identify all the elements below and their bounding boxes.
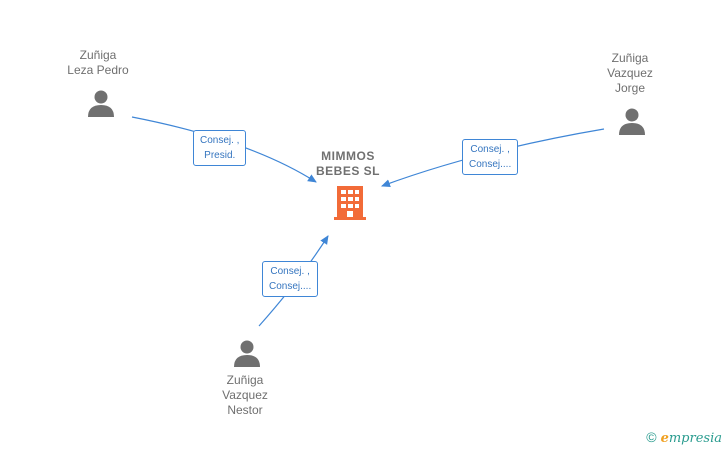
company-node[interactable]: MIMMOS BEBES SL [298, 149, 398, 179]
person-name-line2: Vazquez [222, 388, 268, 402]
relation-label-nestor[interactable]: Consej. , Consej.... [262, 261, 319, 297]
brand-initial: e [660, 431, 669, 446]
relation-line1: Consej. , [200, 135, 240, 146]
brand-name: mpresia [668, 431, 722, 446]
person-icon[interactable] [617, 106, 647, 136]
person-name-line2: Leza Pedro [67, 63, 129, 77]
relation-line2: Consej.... [269, 281, 312, 292]
person-name-line1: Zuñiga [611, 51, 649, 65]
brand-footer[interactable]: ©empresia [646, 429, 722, 446]
person-icon[interactable] [232, 338, 262, 368]
relation-line1: Consej. , [270, 266, 310, 277]
person-name-line3: Jorge [614, 81, 646, 95]
building-icon[interactable] [334, 186, 366, 220]
person-node-jorge[interactable]: Zuñiga Vazquez Jorge [590, 51, 670, 96]
relation-line2: Presid. [204, 150, 236, 161]
person-name-line1: Zuñiga [79, 48, 117, 62]
copyright-icon: © [646, 429, 657, 445]
person-name-line2: Vazquez [607, 66, 653, 80]
person-name-line1: Zuñiga [226, 373, 264, 387]
person-name-line3: Nestor [227, 403, 263, 417]
person-node-pedro[interactable]: Zuñiga Leza Pedro [58, 48, 138, 78]
relation-line2: Consej.... [469, 159, 512, 170]
relation-line1: Consej. , [470, 144, 510, 155]
person-node-nestor[interactable]: Zuñiga Vazquez Nestor [205, 373, 285, 418]
relation-label-jorge[interactable]: Consej. , Consej.... [462, 139, 519, 175]
company-name-line2: BEBES SL [315, 164, 380, 178]
company-name-line1: MIMMOS [321, 149, 375, 163]
relation-label-pedro[interactable]: Consej. , Presid. [193, 130, 247, 166]
person-icon[interactable] [86, 88, 116, 118]
